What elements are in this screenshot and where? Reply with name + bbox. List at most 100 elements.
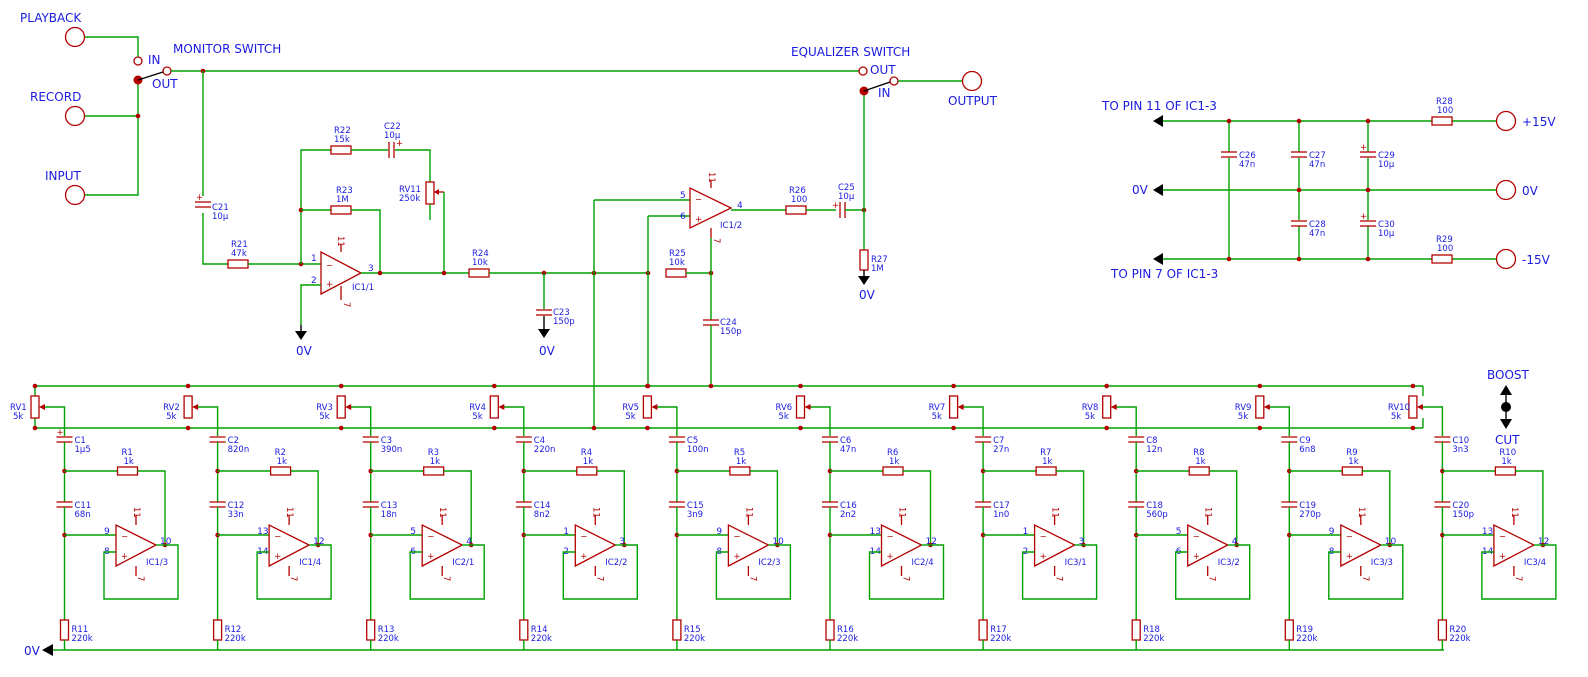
svg-text:100: 100: [791, 195, 807, 205]
svg-text:5k: 5k: [166, 412, 176, 422]
svg-text:1: 1: [563, 527, 569, 537]
svg-text:10k: 10k: [669, 258, 685, 268]
svg-text:R5: R5: [734, 448, 745, 458]
svg-text:+: +: [57, 428, 64, 438]
svg-text:100: 100: [1437, 106, 1453, 116]
svg-text:1k: 1k: [889, 457, 899, 467]
svg-text:IC1/1: IC1/1: [352, 283, 374, 293]
potentiometer-rv7[interactable]: [948, 395, 959, 419]
svg-text:R28: R28: [1436, 97, 1453, 107]
svg-text:+: +: [733, 552, 740, 562]
opamp-ic3-3: [1340, 523, 1383, 568]
equalizer-switch[interactable]: [858, 66, 899, 96]
svg-text:1µ5: 1µ5: [75, 445, 91, 455]
svg-text:C14: C14: [534, 501, 551, 511]
svg-text:C4: C4: [534, 436, 545, 446]
potentiometer-rv8[interactable]: [1102, 395, 1112, 419]
potentiometer-rv5[interactable]: [642, 395, 653, 419]
potentiometer-rv6[interactable]: [795, 395, 806, 419]
svg-text:+: +: [580, 552, 587, 562]
svg-text:1: 1: [311, 254, 317, 264]
svg-text:10k: 10k: [472, 258, 488, 268]
terminal-input[interactable]: [64, 184, 86, 206]
svg-text:C26: C26: [1239, 151, 1256, 161]
svg-text:+: +: [887, 552, 894, 562]
potentiometer-rv1[interactable]: [30, 395, 40, 419]
svg-text:11: 11: [437, 507, 447, 518]
svg-text:−: −: [580, 532, 587, 542]
label-rv3: RV3: [316, 403, 333, 413]
svg-text:IN: IN: [878, 86, 891, 100]
label-rv9: RV9: [1235, 403, 1252, 413]
monitor-switch-label: MONITOR SWITCH: [173, 42, 281, 56]
bus-section: 0V BOOST CUT: [24, 368, 1530, 658]
svg-text:3: 3: [1079, 537, 1085, 547]
svg-text:10µ: 10µ: [384, 131, 401, 141]
potentiometer-rv9[interactable]: [1255, 395, 1265, 419]
resistor-r8: [1188, 466, 1210, 476]
terminal-output[interactable]: [961, 70, 983, 92]
svg-text:C29: C29: [1378, 151, 1395, 161]
svg-text:C6: C6: [840, 436, 851, 446]
boost-cut-arrow: [1500, 385, 1512, 429]
resistor-r25: [665, 268, 687, 278]
terminal-record[interactable]: [64, 105, 86, 127]
label-input: INPUT: [45, 169, 82, 183]
svg-text:7: 7: [1360, 576, 1370, 581]
svg-text:12: 12: [1538, 537, 1549, 547]
label-playback: PLAYBACK: [20, 11, 82, 25]
svg-text:5k: 5k: [13, 412, 23, 422]
svg-text:47n: 47n: [1309, 229, 1325, 239]
resistor-r19: [1284, 619, 1294, 641]
potentiometer-rv4[interactable]: [489, 395, 499, 419]
svg-text:7: 7: [747, 576, 757, 581]
svg-text:R9: R9: [1346, 448, 1357, 458]
svg-text:C24: C24: [720, 318, 737, 328]
potentiometer-rv10[interactable]: [1408, 395, 1418, 419]
svg-text:C13: C13: [381, 501, 398, 511]
svg-text:220k: 220k: [1449, 634, 1470, 644]
monitor-switch[interactable]: [133, 56, 172, 85]
monitor-out-label: OUT: [152, 77, 178, 91]
svg-text:1n0: 1n0: [993, 510, 1009, 520]
svg-text:R29: R29: [1436, 235, 1453, 245]
resistor-r3: [423, 466, 445, 476]
svg-text:C20: C20: [1452, 501, 1469, 511]
opamp-ic2-1: [421, 523, 464, 568]
svg-text:R7: R7: [1040, 448, 1051, 458]
svg-text:0V: 0V: [1132, 183, 1149, 197]
svg-text:100n: 100n: [687, 445, 709, 455]
svg-text:C21: C21: [212, 203, 229, 213]
svg-text:R18: R18: [1143, 625, 1160, 635]
label-0v-bottom: 0V: [24, 644, 41, 658]
svg-text:7: 7: [1207, 576, 1217, 581]
resistor-r5: [729, 466, 751, 476]
svg-text:150p: 150p: [553, 317, 575, 327]
potentiometer-rv3[interactable]: [336, 395, 346, 419]
label-to-pin-11: TO PIN 11 OF IC1-3: [1101, 99, 1217, 113]
potentiometer-rv11[interactable]: [425, 181, 435, 205]
resistor-r2: [269, 466, 292, 476]
label-rv5: RV5: [622, 403, 639, 413]
svg-text:220k: 220k: [990, 634, 1011, 644]
svg-text:2n2: 2n2: [840, 510, 856, 520]
terminal-minus15[interactable]: [1495, 248, 1517, 270]
svg-text:C5: C5: [687, 436, 698, 446]
resistor-r24: [468, 268, 490, 278]
terminal-0v[interactable]: [1495, 179, 1517, 201]
terminal-playback[interactable]: [64, 26, 86, 48]
svg-text:7: 7: [135, 576, 145, 581]
svg-text:47n: 47n: [1309, 160, 1325, 170]
terminal-plus15[interactable]: [1495, 110, 1517, 132]
svg-text:18n: 18n: [381, 510, 397, 520]
svg-text:-15V: -15V: [1522, 253, 1551, 267]
stage-ic1-1: + C21 10µ R21 47k R22 15k + C22 10µ R23 …: [195, 71, 479, 358]
svg-text:11: 11: [1050, 507, 1060, 518]
potentiometer-rv2[interactable]: [183, 395, 193, 419]
svg-text:12: 12: [313, 537, 324, 547]
svg-text:−: −: [427, 532, 434, 542]
svg-text:3n9: 3n9: [687, 510, 703, 520]
svg-text:47n: 47n: [1239, 160, 1255, 170]
svg-text:7: 7: [711, 238, 721, 243]
